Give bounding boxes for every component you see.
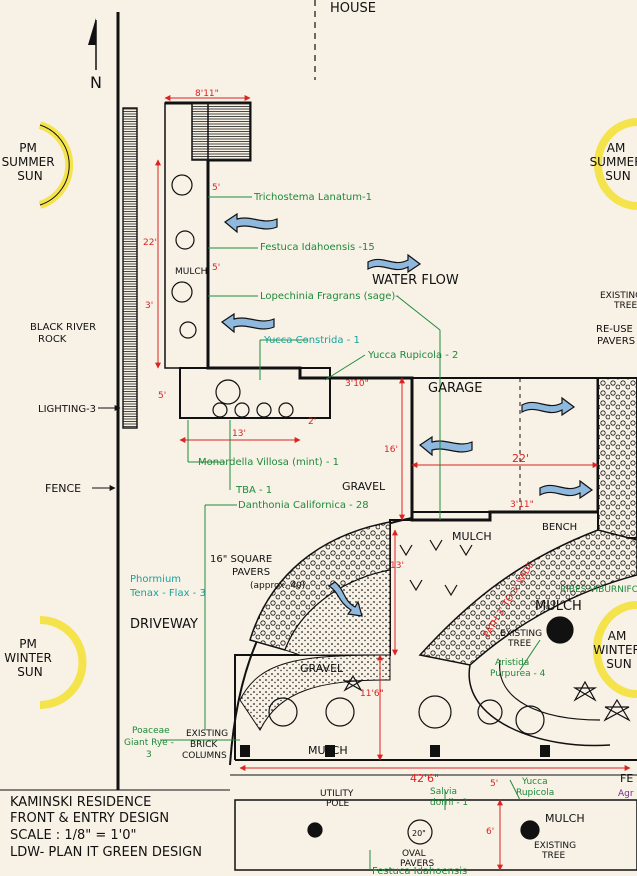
dim-13-a: 13' <box>232 429 246 439</box>
gravel-label-1: GRAVEL <box>342 480 386 493</box>
dim-3: 3' <box>145 301 153 311</box>
north-label: N <box>90 73 102 92</box>
dim-22-a: 22' <box>143 238 157 248</box>
utility-pole-label: UTILITY POLE <box>320 789 356 809</box>
plant-label-trichostema: Trichostema Lanatum-1 <box>253 192 372 203</box>
pm-winter-label: PM WINTER SUN <box>4 637 55 679</box>
dim-5-a: 5' <box>212 183 220 193</box>
fe-label: FE <box>620 772 633 785</box>
dim-20: 20" <box>412 829 426 838</box>
dim-16: 16' <box>384 445 398 455</box>
plant-label-festuca-2: Festuca Idahoensis <box>372 866 467 876</box>
reused-pavers-label: RE-USE PAVERS <box>596 324 636 347</box>
mulch-label-1: MULCH <box>175 267 207 277</box>
dim-11-6: 11'6" <box>360 689 384 699</box>
plant-label-salvia: Salvia dorrii - 1 <box>430 787 468 808</box>
plant-label-yucca-rupicola: Yucca Rupicola - 2 <box>367 350 458 361</box>
dim-8-11: 8'11" <box>195 89 219 99</box>
black-river-rock-label: BLACK RIVER ROCK <box>30 322 99 345</box>
fence-label: FENCE <box>45 482 81 495</box>
existing-tree-label-3: EXISTING TREE <box>534 841 579 861</box>
dim-22-b: 22' <box>512 452 529 465</box>
plant-symbols <box>171 174 631 845</box>
mulch-label-4: MULCH <box>308 744 348 757</box>
existing-tree-label-2: EXISTING TREE <box>500 629 545 649</box>
pm-summer-label: PM SUMMER SUN <box>2 141 59 183</box>
dim-5-d: 5' <box>490 779 498 789</box>
oval-pavers-label: OVAL PAVERS <box>400 849 435 869</box>
plant-label-festuca: Festuca Idahoensis -15 <box>260 242 375 253</box>
plant-label-yucca-rupicola-2: Yucca Rupicola <box>516 777 554 798</box>
mulch-label-3: MULCH <box>535 599 582 614</box>
plant-label-phormium: Phormium Tenax - Flax - 3 <box>129 574 206 599</box>
plant-label-danthonia: Danthonia Californica - 28 <box>238 500 369 511</box>
existing-brick-columns-label: EXISTING BRICK COLUMNS <box>182 729 231 761</box>
brick-columns <box>240 745 550 757</box>
dim-3-10: 3'10" <box>345 379 369 389</box>
mulch-label-2: MULCH <box>452 530 492 543</box>
dim-5-b: 5' <box>212 263 220 273</box>
house-label: HOUSE <box>330 1 376 16</box>
dim-42-6: 42'6" <box>410 772 439 785</box>
plant-label-lopechinia: Lopechinia Fragrans (sage)- <box>260 291 399 302</box>
am-winter-label: AM WINTER SUN <box>593 629 637 671</box>
bench-label: BENCH <box>542 522 577 533</box>
title-block: KAMINSKI RESIDENCE FRONT & ENTRY DESIGN … <box>10 795 202 860</box>
sun-symbols <box>38 118 637 709</box>
square-pavers-label: 16" SQUARE PAVERS (approx. 40) <box>210 554 305 591</box>
am-summer-label: AM SUMMER SUN <box>590 141 637 183</box>
plant-label-poaceae: Poaceae Giant Rye - 3 <box>124 726 177 760</box>
dim-5-c: 5' <box>158 391 166 401</box>
water-flow-arrows <box>220 212 594 617</box>
plant-label-monardella: Monardella Villosa (mint) - 1 <box>198 457 339 468</box>
dim-3-11: 3'11" <box>510 500 534 510</box>
dim-6: 6' <box>486 827 494 837</box>
mulch-label-5: MULCH <box>545 812 585 825</box>
lighting-label: LIGHTING-3 <box>38 404 96 415</box>
plant-label-yucca-constrida: Yucca Constrida - 1 <box>263 335 360 346</box>
plant-label-aristida: Aristida Purpurea - 4 <box>490 658 546 679</box>
water-flow-label: WATER FLOW <box>372 273 459 288</box>
gravel-label-2: GRAVEL <box>300 662 344 675</box>
garage-label: GARAGE <box>428 381 482 396</box>
leader-lines <box>160 196 541 870</box>
agr-label: Agr <box>618 789 634 799</box>
north-arrow: N <box>88 18 102 92</box>
plant-label-ribes: RIBES VIBURNIFOLI <box>560 585 637 595</box>
dim-13-b: 13' <box>390 561 404 571</box>
driveway-label: DRIVEWAY <box>130 617 198 632</box>
dim-2: 2' <box>308 417 316 427</box>
dimension-lines <box>155 95 631 871</box>
existing-tree-label-1: EXISTING TREE <box>600 291 637 311</box>
plant-label-tba: TBA - 1 <box>235 485 272 496</box>
